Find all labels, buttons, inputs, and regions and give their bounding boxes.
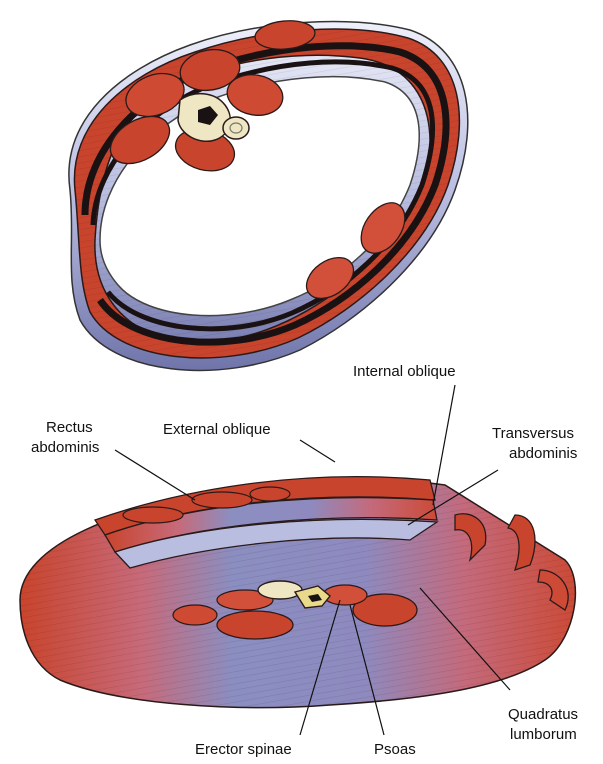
label-rectus-abdominis-line1: Rectus	[46, 419, 93, 436]
label-quadratus-line1: Quadratus	[508, 706, 578, 723]
lower-rectus-segment-2	[192, 492, 252, 508]
label-transversus-line2: abdominis	[509, 445, 577, 462]
label-erector-spinae: Erector spinae	[195, 741, 292, 758]
label-quadratus-line2: lumborum	[510, 726, 577, 743]
lower-torso-cross-section	[20, 477, 575, 708]
label-psoas: Psoas	[374, 741, 416, 758]
lower-rectus-segment-3	[250, 487, 290, 501]
label-transversus-line1: Transversus	[492, 425, 574, 442]
label-internal-oblique: Internal oblique	[353, 363, 456, 380]
lower-rectus-segment-1	[123, 507, 183, 523]
label-rectus-abdominis-line2: abdominis	[31, 439, 99, 456]
leader-rectus-abdominis	[115, 450, 195, 500]
upper-torso-cross-section	[69, 18, 468, 370]
label-external-oblique: External oblique	[163, 421, 271, 438]
leader-external-oblique	[300, 440, 335, 462]
